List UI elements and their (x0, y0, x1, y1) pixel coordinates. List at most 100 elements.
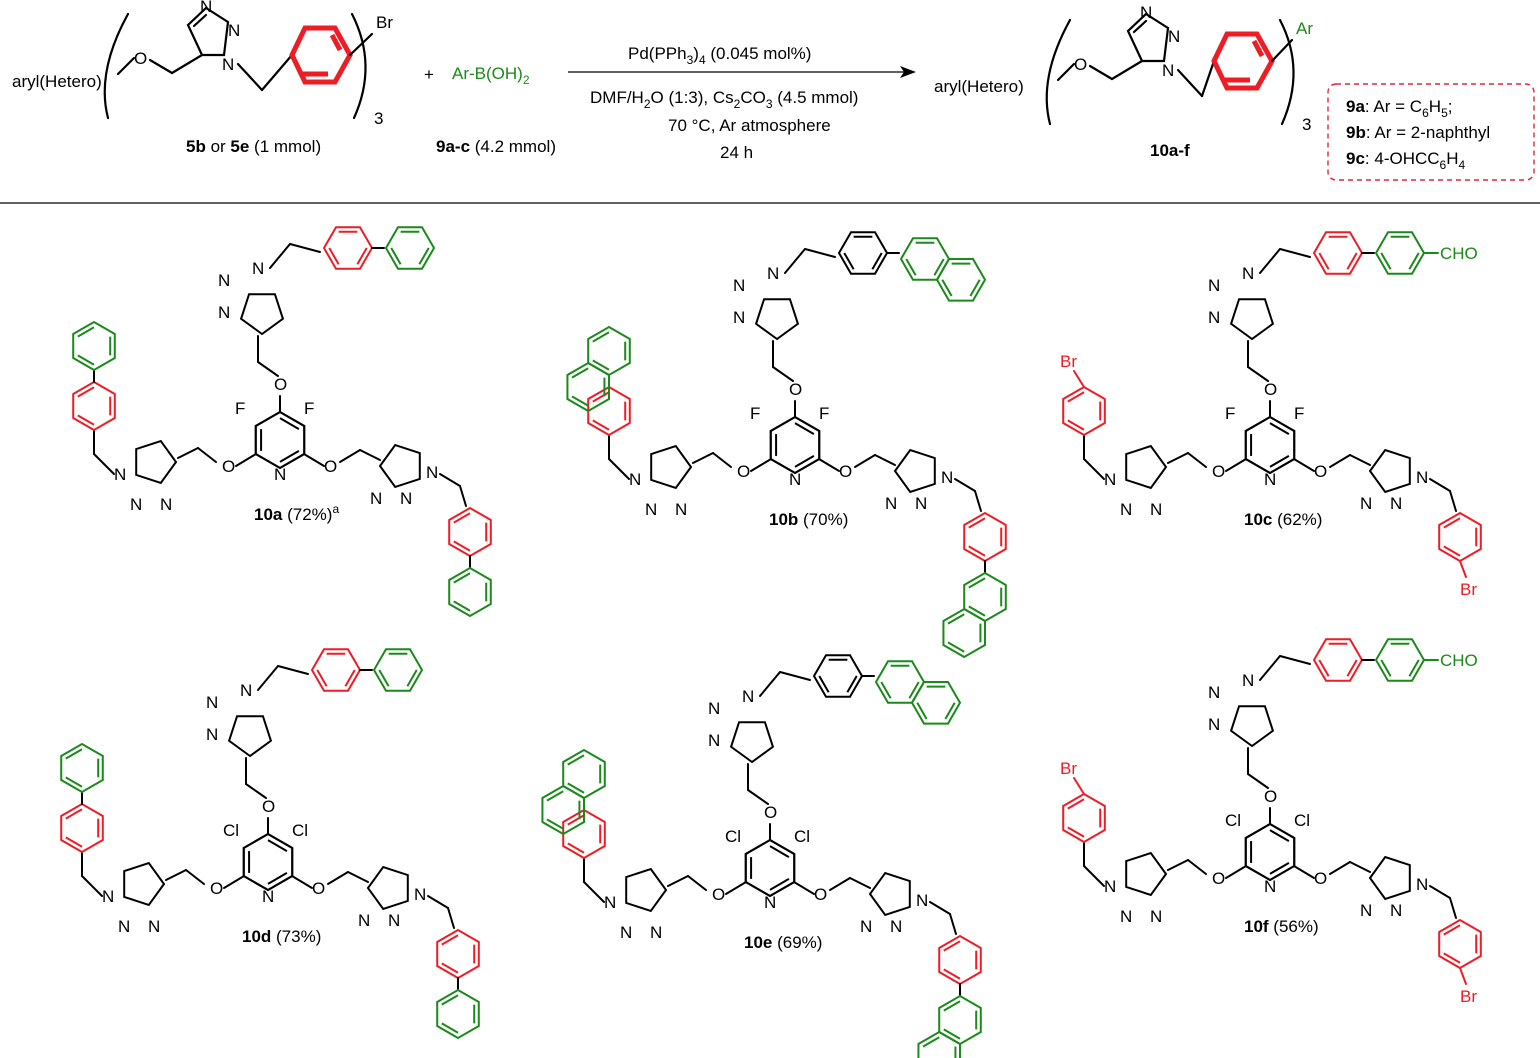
triazole-n: N (885, 494, 897, 513)
naphthyl-ring-top (874, 660, 926, 704)
aromatic-double-bond (77, 414, 95, 426)
pyridine-n-atom: N (274, 465, 286, 484)
reaction-scheme: aryl(Hetero) O N N N Br 3 5b or 5e (1 mm… (12, 0, 1535, 181)
aromatic-double-bond (567, 782, 585, 794)
product-n1: N (1140, 3, 1152, 22)
aromatic-double-bond (279, 450, 300, 463)
aromatic-double-bond (1380, 252, 1392, 270)
aromatic-double-bond (328, 247, 340, 265)
aromatic-double-bond (968, 605, 986, 617)
bond (954, 478, 976, 492)
oxygen-right: O (814, 885, 827, 904)
triazole-n: N (1208, 308, 1220, 327)
aromatic-double-bond (1269, 862, 1290, 875)
aromatic-double-bond (943, 1000, 961, 1012)
aromatic-double-bond (922, 1036, 940, 1048)
bond (849, 877, 871, 889)
bond (974, 490, 982, 512)
triazole-n: N (1208, 683, 1220, 702)
aromatic-double-bond (1269, 422, 1290, 435)
bond (854, 454, 876, 468)
triazole-n: N (1360, 901, 1372, 920)
aromatic-double-bond (846, 675, 858, 693)
triazole-n: N (650, 923, 662, 942)
conditions-line-1: Pd(PPh3)4 (0.045 mol%) (628, 44, 811, 67)
bond (1429, 885, 1451, 899)
bond (257, 665, 279, 691)
triazole-n: N (240, 681, 252, 700)
bond (804, 248, 836, 258)
conditions-line-3: 70 °C, Ar atmosphere (668, 116, 831, 135)
naphthyl-ring-right (938, 994, 982, 1046)
oxygen-top: O (1264, 787, 1277, 806)
aromatic-double-bond (567, 754, 585, 766)
aromatic-double-bond (356, 247, 368, 265)
aromatic-double-bond (947, 613, 965, 625)
naphthyl-ring-top-fused (910, 681, 962, 725)
arrow-head (900, 66, 916, 78)
product-n3: N (1162, 61, 1174, 80)
bond (197, 447, 217, 463)
aromatic-double-bond (943, 968, 961, 980)
oxygen-top: O (262, 797, 275, 816)
triazole-top (754, 298, 800, 341)
triazole-n: N (1390, 494, 1402, 513)
bond (1449, 490, 1457, 512)
aryl-ring-left (60, 742, 104, 794)
triazole-right (378, 443, 421, 489)
pyridine-n-atom: N (1264, 470, 1276, 489)
bond (829, 877, 851, 891)
bond (1293, 458, 1315, 472)
bond (1247, 773, 1269, 789)
compound-label: 10d (73%) (242, 927, 321, 946)
bond (750, 458, 772, 472)
compound-label: 10e (69%) (744, 933, 822, 952)
triazole-top (1229, 298, 1275, 341)
aromatic-double-bond (546, 818, 564, 830)
product-right-paren (1278, 18, 1295, 126)
aromatic-double-bond (908, 681, 920, 699)
triazole-n: N (1104, 470, 1116, 489)
pyridine-ring (744, 838, 796, 898)
triazole-n: N (1360, 494, 1372, 513)
benzyl-ring-top (1312, 638, 1364, 682)
benzyl-ring-right (1438, 918, 1482, 970)
triazole-top (227, 715, 273, 758)
benzyl-ring-left (1062, 385, 1106, 437)
halogen-right: F (819, 404, 829, 423)
aryl-ring-right (448, 566, 492, 618)
triazole-n: N (114, 465, 126, 484)
aromatic-double-bond (941, 279, 953, 297)
aromatic-double-bond (567, 842, 585, 854)
product-triazole-ring (1126, 12, 1170, 63)
aromatic-double-bond (1408, 659, 1420, 677)
benzyl-ring-right (1438, 511, 1482, 563)
reactant-left-paren (103, 12, 130, 120)
aromatic-double-bond (77, 386, 95, 398)
aromatic-double-bond (1408, 252, 1420, 270)
bond (1329, 454, 1351, 468)
benzyl-ring-top (310, 648, 362, 692)
boronic-acid-formula: Ar-B(OH)2 (452, 64, 530, 87)
oxygen-top: O (274, 375, 287, 394)
aromatic-double-bond (818, 675, 830, 693)
pyridine-n-atom: N (262, 887, 274, 906)
reactant-triazole-ring (186, 6, 230, 57)
triazole-n: N (400, 489, 412, 508)
aromatic-double-bond (65, 836, 83, 848)
triazole-n: N (1120, 500, 1132, 519)
bond (439, 473, 461, 487)
pyridine-n-atom: N (789, 470, 801, 489)
bond (81, 875, 103, 897)
legend-9c: 9c: 4-OHCC6H4 (1346, 149, 1466, 172)
oxygen-left: O (1212, 462, 1225, 481)
aromatic-double-bond (316, 669, 328, 687)
triazole-n: N (130, 495, 142, 514)
triazole-n: N (252, 259, 264, 278)
aromatic-double-bond (1346, 659, 1358, 677)
aromatic-double-bond (567, 814, 585, 826)
bond (818, 458, 840, 472)
